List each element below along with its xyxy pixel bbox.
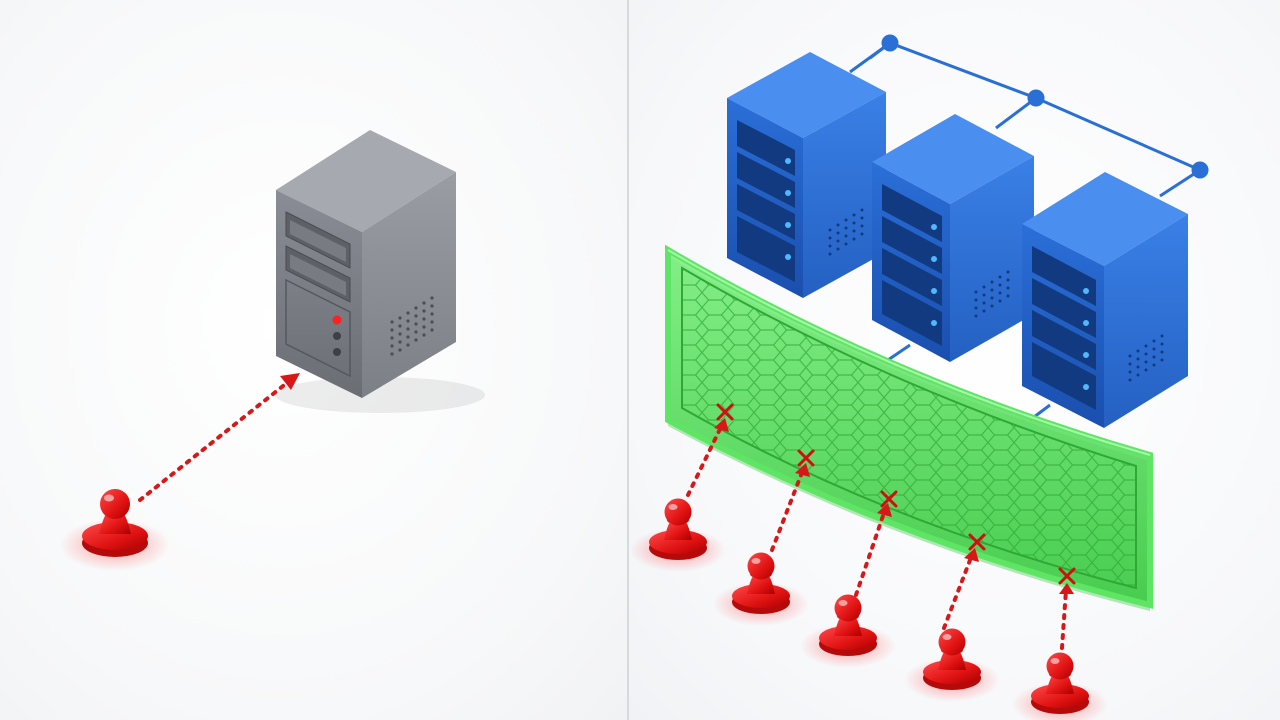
arrow-head-icon	[1059, 583, 1074, 594]
blocked-arrow-heads	[714, 418, 1074, 594]
attacker-pawn	[60, 489, 170, 571]
network-links	[849, 34, 1209, 422]
blocked-attack-paths	[686, 423, 1068, 650]
arrow-head-icon	[280, 373, 300, 390]
network-node-icon	[1191, 161, 1209, 179]
attacker-pawn	[904, 628, 1000, 702]
attacker-pawn	[1012, 652, 1108, 720]
arrow-head-icon	[714, 418, 729, 432]
arrow-head-icon	[877, 503, 892, 517]
network-node-icon	[881, 34, 899, 52]
attacker-pawn	[630, 498, 726, 572]
panel-divider	[627, 0, 629, 720]
unprotected-panel	[0, 0, 627, 720]
network-node-icon	[1027, 89, 1045, 107]
unprotected-server	[276, 130, 456, 398]
attacker-pawn	[713, 552, 809, 626]
power-led-icon	[332, 315, 342, 325]
firewall-shield	[665, 244, 1153, 611]
attacker-pawn	[800, 594, 896, 668]
protected-server-3	[1022, 172, 1188, 428]
protected-server-2	[872, 114, 1034, 362]
protected-scene	[630, 34, 1209, 720]
protected-server-1	[727, 52, 886, 298]
arrow-head-icon	[795, 463, 810, 477]
arrow-head-icon	[964, 548, 979, 562]
protected-panel	[629, 0, 1280, 720]
unprotected-scene	[60, 130, 485, 571]
attack-path	[138, 373, 300, 502]
